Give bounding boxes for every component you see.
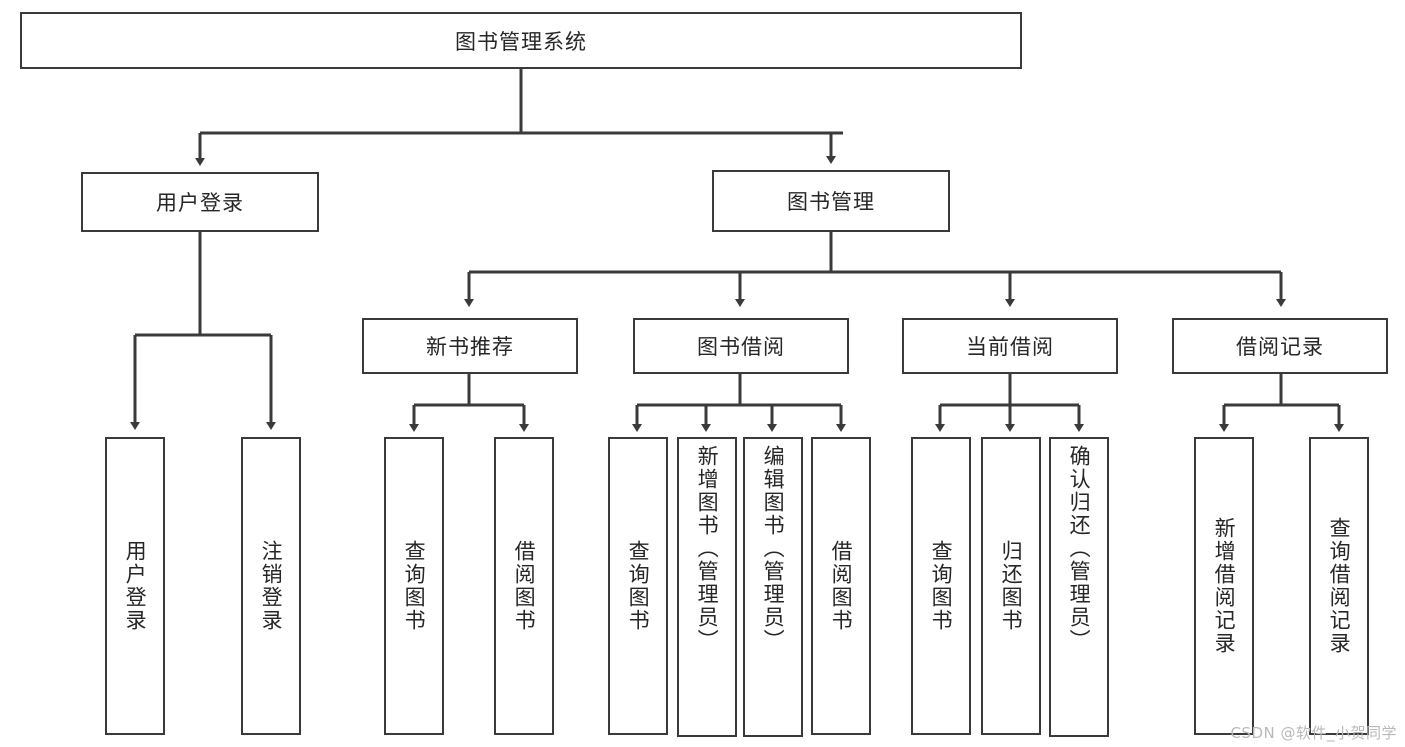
node-label: 图书管理系统 <box>455 29 587 54</box>
node-label: 图书借阅 <box>697 335 785 359</box>
node-label: 借阅记录 <box>1236 335 1324 359</box>
node-label: 编辑图书（管理员） <box>761 445 786 652</box>
leaf-borrow-add-book-admin[interactable]: 新增图书（管理员） <box>677 437 737 737</box>
node-label: 图书管理 <box>787 190 875 214</box>
node-book-borrow[interactable]: 图书借阅 <box>633 318 849 374</box>
leaf-user-login-signin[interactable]: 用户登录 <box>105 437 165 735</box>
node-label: 当前借阅 <box>966 335 1054 359</box>
node-label: 归还图书 <box>999 540 1024 632</box>
node-label: 注销登录 <box>259 540 284 632</box>
node-label: 用户登录 <box>123 540 148 632</box>
node-label: 新增图书（管理员） <box>695 445 720 652</box>
node-label: 借阅图书 <box>512 540 537 632</box>
node-label: 借阅图书 <box>829 540 854 632</box>
node-label: 查询图书 <box>929 540 954 632</box>
node-user-login[interactable]: 用户登录 <box>81 172 319 232</box>
leaf-recommend-query-book[interactable]: 查询图书 <box>384 437 444 735</box>
node-root-system[interactable]: 图书管理系统 <box>20 12 1022 69</box>
leaf-current-confirm-return-admin[interactable]: 确认归还（管理员） <box>1049 437 1109 737</box>
leaf-borrow-edit-book-admin[interactable]: 编辑图书（管理员） <box>743 437 803 737</box>
leaf-borrow-query-book[interactable]: 查询图书 <box>608 437 668 735</box>
node-label: 确认归还（管理员） <box>1067 445 1092 652</box>
node-label: 新增借阅记录 <box>1212 517 1237 655</box>
node-new-book-recommend[interactable]: 新书推荐 <box>362 318 578 374</box>
node-book-management[interactable]: 图书管理 <box>712 170 950 232</box>
leaf-record-query-record[interactable]: 查询借阅记录 <box>1309 437 1369 735</box>
leaf-user-login-signout[interactable]: 注销登录 <box>241 437 301 735</box>
node-label: 查询图书 <box>402 540 427 632</box>
node-current-borrow[interactable]: 当前借阅 <box>902 318 1118 374</box>
leaf-borrow-borrow-book[interactable]: 借阅图书 <box>811 437 871 735</box>
node-label: 查询借阅记录 <box>1327 517 1352 655</box>
leaf-current-return-book[interactable]: 归还图书 <box>981 437 1041 735</box>
leaf-record-add-record[interactable]: 新增借阅记录 <box>1194 437 1254 735</box>
leaf-current-query-book[interactable]: 查询图书 <box>911 437 971 735</box>
leaf-recommend-borrow-book[interactable]: 借阅图书 <box>494 437 554 735</box>
node-label: 用户登录 <box>156 191 244 215</box>
node-borrow-record[interactable]: 借阅记录 <box>1172 318 1388 374</box>
node-label: 查询图书 <box>626 540 651 632</box>
node-label: 新书推荐 <box>426 335 514 359</box>
